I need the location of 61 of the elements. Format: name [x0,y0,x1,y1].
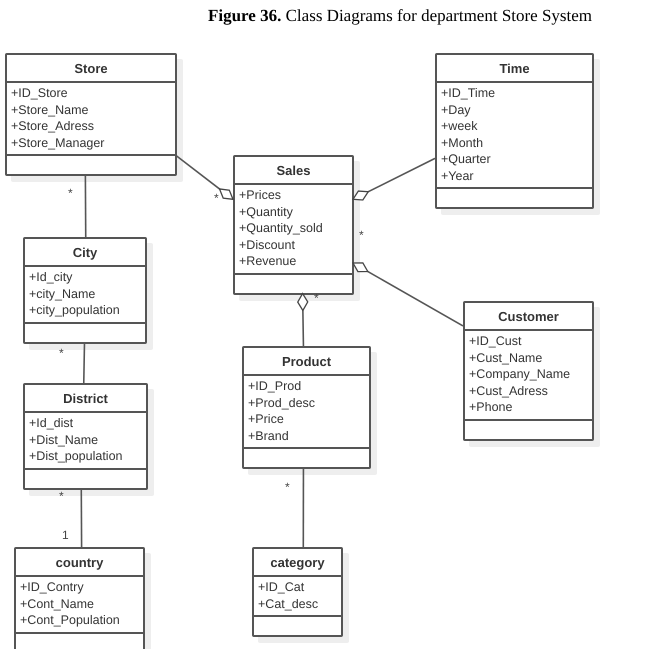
association-line [176,154,234,200]
attribute-text: +ID_Store [11,85,69,102]
multiplicity-label: 1 [62,529,69,541]
attribute-text: +Price [248,411,285,428]
attribute-text: +Cont_Population [20,612,121,628]
class-name: City [72,245,98,260]
attribute-text: +Dist_population [29,448,124,464]
figure-title: Figure 36. Class Diagrams for department Store System [206,6,594,26]
attribute-text: +city_Name [29,286,96,302]
attribute-text: +Month [441,134,484,151]
attribute-text: +Brand [248,428,290,444]
multiplicity-label: * [59,490,64,502]
multiplicity-label: * [68,187,73,199]
attribute-text: +Discount [239,236,296,253]
attribute-text: +Quantity [239,204,294,220]
multiplicity-label: * [214,192,219,204]
attribute-text: +ID_Prod [248,378,302,394]
attribute-text: +Store_Name [11,102,90,118]
attribute-text: +Store_Adress [11,118,96,134]
class-name: category [270,555,325,570]
association-line [352,158,436,201]
multiplicity-label: * [359,229,364,241]
association-line [80,488,82,547]
attribute-text: +Quarter [441,151,492,168]
class-name: country [56,555,104,570]
attribute-text: +Dist_Name [29,432,100,448]
attribute-text: +Cust_Adress [469,382,549,399]
class-name: District [63,391,108,406]
attribute-text: +week [441,118,478,134]
attribute-text: +Prices [239,187,282,204]
attribute-text: +Cust_Name [469,350,544,366]
attribute-text: +Year [441,168,475,184]
multiplicity-label: * [314,292,319,304]
association-line [82,342,86,384]
association-line [352,262,464,327]
association-line [297,292,308,346]
attribute-text: +Cont_Name [20,596,95,612]
attribute-text: +ID_Contry [20,579,85,596]
attribute-text: +Quantity_sold [239,220,324,236]
attribute-text: +Revenue [239,253,298,270]
class-name: Store [74,61,108,76]
class-name: Time [499,61,530,76]
attribute-text: +Phone [469,399,514,416]
class-name: Customer [498,309,559,324]
attribute-text: +Day [441,102,472,118]
attribute-text: +Id_dist [29,415,74,432]
multiplicity-label: * [59,347,64,359]
attribute-text: +ID_Cat [258,579,306,596]
attribute-text: +Cat_desc [258,596,320,612]
class-name: Sales [276,163,310,178]
multiplicity-label: * [285,481,290,493]
attribute-text: +Id_city [29,269,74,286]
attribute-text: +Prod_desc [248,394,316,411]
attribute-text: +city_population [29,302,121,318]
association-line [84,175,87,237]
attribute-text: +ID_Time [441,85,496,102]
attribute-text: +ID_Cust [469,333,522,350]
attribute-text: +Company_Name [469,366,572,382]
association-line [302,468,304,547]
class-name: Product [282,354,332,369]
attribute-text: +Store_Manager [11,134,106,151]
